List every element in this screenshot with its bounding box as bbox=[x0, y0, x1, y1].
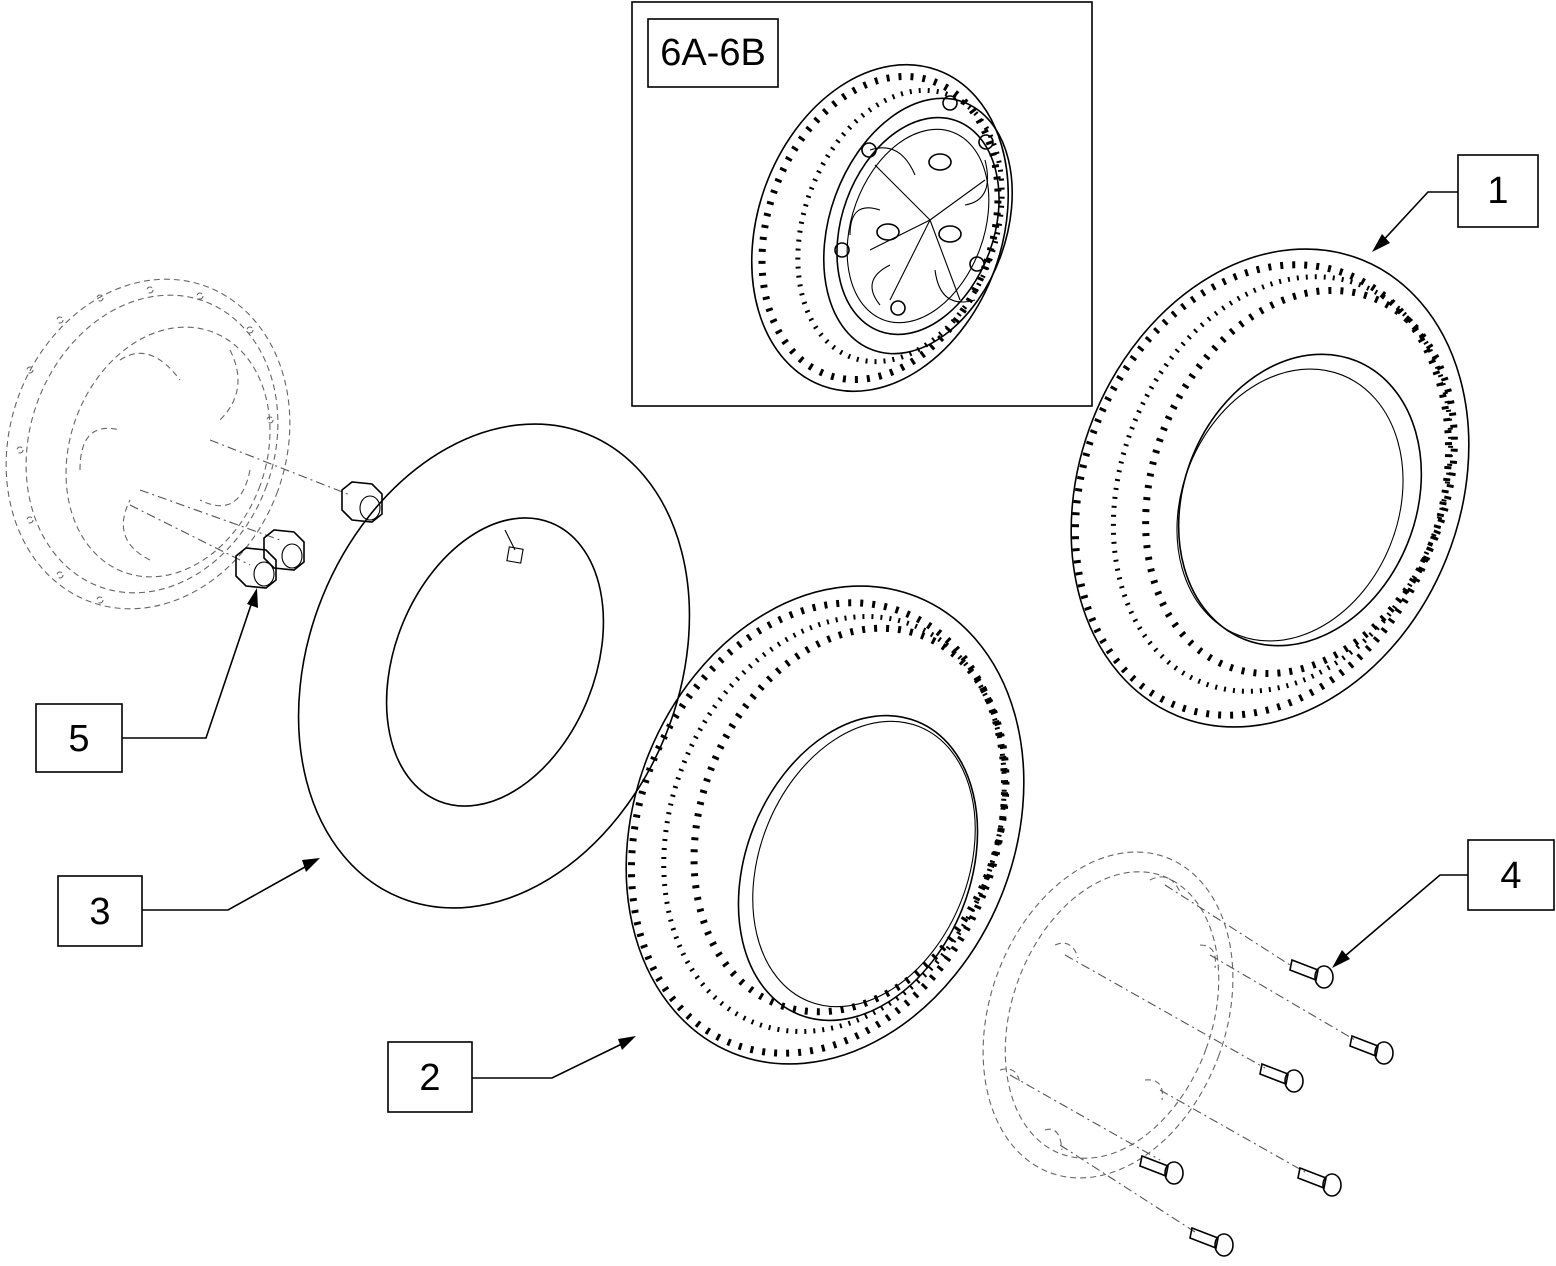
valve-stem-icon bbox=[504, 529, 516, 551]
rim-half-front-icon bbox=[982, 851, 1234, 1179]
bolt-5-icon bbox=[1139, 1154, 1184, 1185]
bolt-4-icon bbox=[1297, 1166, 1342, 1197]
bolt-2-icon bbox=[1349, 1034, 1394, 1065]
bolt-6-icon bbox=[1189, 1226, 1234, 1257]
rim-half-back-icon bbox=[5, 278, 291, 610]
lug-nut-2-icon bbox=[263, 529, 305, 571]
leader-line-2 bbox=[472, 1039, 631, 1079]
callout-label-3: 3 bbox=[89, 891, 110, 933]
callout-label-2: 2 bbox=[419, 1057, 440, 1099]
arrowhead-5 bbox=[247, 588, 258, 608]
leader-line-4 bbox=[1337, 874, 1468, 963]
tire-1-icon bbox=[1070, 248, 1470, 728]
arrowhead-2 bbox=[618, 1036, 636, 1050]
callout-label-1: 1 bbox=[1487, 170, 1508, 212]
callout-label-5: 5 bbox=[68, 718, 89, 760]
leader-line-1 bbox=[1377, 191, 1458, 247]
lug-nut-1-icon bbox=[341, 481, 383, 523]
arrowhead-3 bbox=[302, 858, 320, 872]
callout-label-6: 6A-6B bbox=[660, 32, 766, 74]
callout-box-2 bbox=[387, 1041, 473, 1113]
arrowhead-4 bbox=[1332, 950, 1350, 968]
callout-box-1 bbox=[1457, 154, 1539, 228]
arrowhead-1 bbox=[1372, 234, 1390, 252]
lug-nut-3-icon bbox=[235, 547, 277, 589]
lug-nuts-icon bbox=[129, 439, 383, 589]
tire-2-icon bbox=[625, 585, 1025, 1065]
leader-line-3 bbox=[142, 861, 315, 911]
callout-label-4: 4 bbox=[1500, 855, 1521, 897]
leader-line-5 bbox=[122, 595, 255, 739]
bolt-1-icon bbox=[1289, 958, 1334, 989]
callout-box-3 bbox=[57, 875, 143, 947]
inner-tube-icon bbox=[297, 423, 691, 909]
callout-box-6 bbox=[647, 18, 779, 88]
bolts-icon bbox=[1009, 884, 1394, 1257]
bolt-3-icon bbox=[1259, 1062, 1304, 1093]
complete-wheel-icon bbox=[750, 63, 1014, 393]
wheel-assembly-inset: 6A-6B bbox=[631, 1, 1093, 407]
